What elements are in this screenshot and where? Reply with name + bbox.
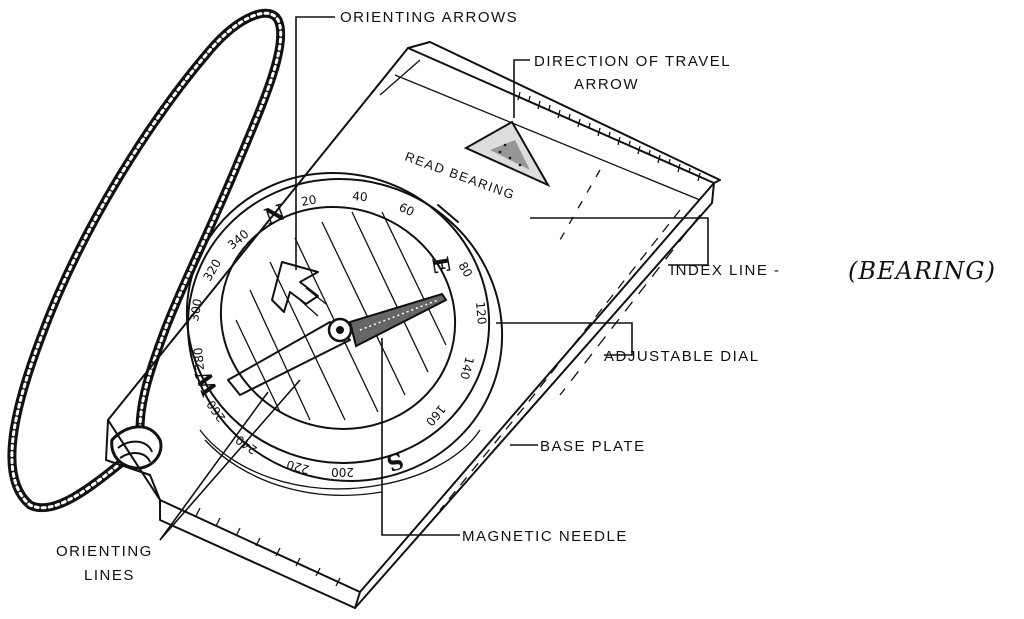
label-index-line: INDEX LINE -	[670, 262, 781, 279]
base-plate	[105, 41, 721, 609]
dial-num-140: 140	[457, 355, 476, 381]
label-orienting-lines-line1: ORIENTING	[56, 543, 153, 560]
dial-num-80: 80	[455, 260, 475, 280]
label-direction-of-travel-line1: DIRECTION OF TRAVEL	[534, 53, 731, 70]
direction-of-travel-arrow	[463, 120, 551, 188]
dial-num-120: 120	[473, 301, 489, 325]
label-direction-of-travel-line2: ARROW	[574, 76, 639, 93]
leader-lines	[159, 16, 709, 541]
dial-num-280: 280	[191, 347, 207, 371]
magnetic-needle	[227, 292, 448, 396]
dial-num-220: 220	[285, 457, 311, 476]
label-orienting-arrows: ORIENTING ARROWS	[340, 9, 518, 26]
lanyard-rope	[7, 8, 286, 513]
label-orienting-lines-line2: LINES	[84, 567, 135, 584]
index-line-mark	[437, 204, 459, 223]
dial-num-20: 20	[300, 193, 317, 209]
dial-num-200: 200	[331, 465, 354, 479]
label-base-plate: BASE PLATE	[540, 438, 646, 455]
label-adjustable-dial: ADJUSTABLE DIAL	[604, 348, 760, 365]
dial-num-300: 300	[187, 298, 205, 323]
label-magnetic-needle: MAGNETIC NEEDLE	[462, 528, 628, 545]
orienting-arrow	[271, 261, 327, 317]
dial-num-60: 60	[397, 200, 417, 219]
compass-housing	[185, 172, 504, 496]
dial-east: E	[426, 255, 455, 276]
dial-num-40: 40	[352, 189, 368, 204]
label-bearing-handwritten: (BEARING)	[848, 257, 996, 285]
